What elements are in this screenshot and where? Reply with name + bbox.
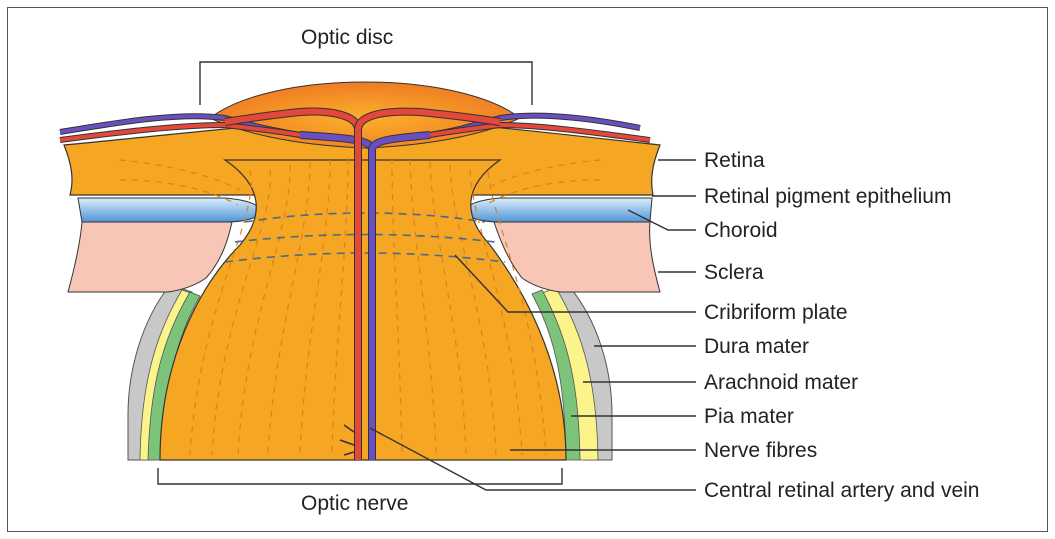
label-central-retinal-artery-and-vein: Central retinal artery and vein bbox=[704, 479, 979, 502]
label-pia-mater: Pia mater bbox=[704, 405, 794, 428]
optic-nerve-label: Optic nerve bbox=[301, 492, 408, 515]
cribriform-plate bbox=[224, 212, 506, 263]
nerve-fibres bbox=[159, 159, 567, 461]
nerve-fibre-dashes bbox=[119, 157, 601, 456]
surface-vessels bbox=[59, 112, 651, 143]
label-retinal-pigment-epithelium: Retinal pigment epithelium bbox=[704, 185, 951, 208]
label-dura-mater: Dura mater bbox=[704, 335, 809, 358]
label-choroid: Choroid bbox=[704, 219, 778, 242]
label-nerve-fibres: Nerve fibres bbox=[704, 439, 817, 462]
label-arachnoid-mater: Arachnoid mater bbox=[704, 371, 858, 394]
leader-lines bbox=[369, 159, 696, 491]
label-retina: Retina bbox=[704, 149, 765, 172]
diagram-frame bbox=[7, 7, 1048, 532]
optic-disc-bracket bbox=[199, 61, 533, 105]
label-cribriform-plate: Cribriform plate bbox=[704, 301, 848, 324]
label-sclera: Sclera bbox=[704, 261, 764, 284]
central-retinal-vessels bbox=[224, 107, 501, 460]
optic-nerve-bracket bbox=[157, 468, 563, 485]
optic-disc-label: Optic disc bbox=[301, 26, 393, 49]
sclera-layer bbox=[67, 221, 661, 293]
